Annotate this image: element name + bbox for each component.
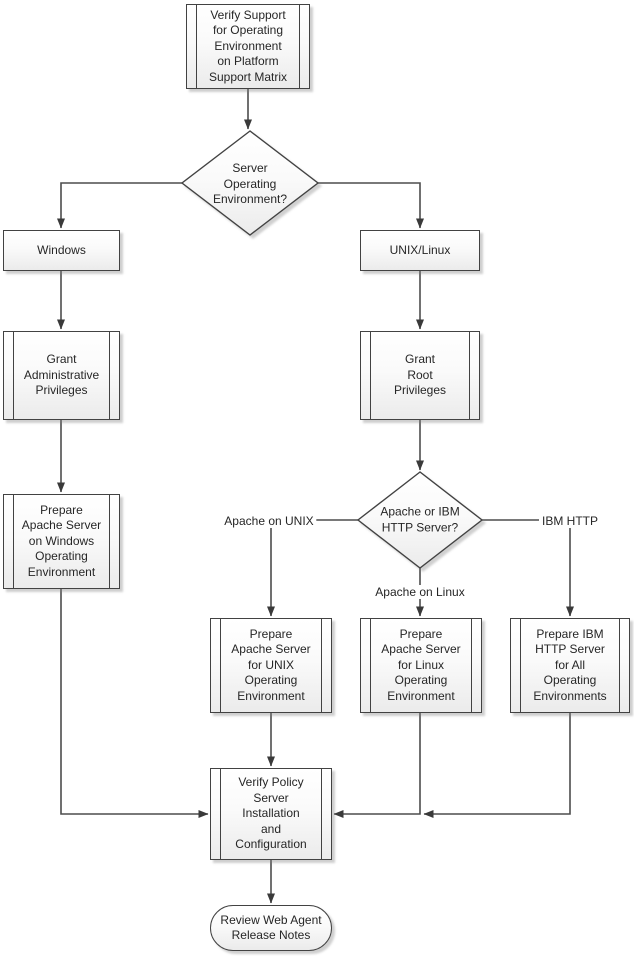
node-prepare-apache-linux: Prepare Apache Server for Linux Operatin… [360,618,482,713]
connector-decision2-to-prepareunix [267,519,358,617]
node-prepare-ibm-http: Prepare IBM HTTP Server for All Operatin… [510,618,630,713]
node-prepare-apache-unix: Prepare Apache Server for UNIX Operating… [210,618,332,713]
node-verify-support: Verify Support for Operating Environment… [186,4,310,89]
connector-preparewin-to-verifypolicy [60,589,209,818]
node-windows: Windows [3,230,120,271]
connector-decision-to-unixlinux [318,182,424,229]
connector-decision-to-windows [57,182,182,229]
node-grant-administrative-privileges: Grant Administrative Privileges [3,331,120,420]
decision-apache-ibm-shape [356,471,484,569]
connector-prepareibm-to-join [423,713,571,818]
connector-decision2-to-prepareibm [482,519,574,617]
connector-preparelinux-to-verifypolicy [333,713,421,818]
node-prepare-apache-windows: Prepare Apache Server on Windows Operati… [3,494,120,589]
edge-label-apache-on-linux: Apache on Linux [372,585,468,599]
node-review-web-agent-release-notes: Review Web Agent Release Notes [210,905,332,951]
node-unix-linux: UNIX/Linux [360,230,480,271]
decision-server-os-shape [180,130,320,236]
edge-label-apache-on-unix: Apache on UNIX [221,514,317,528]
node-verify-policy-server: Verify Policy Server Installation and Co… [210,768,332,860]
edge-label-ibm-http: IBM HTTP [539,514,601,528]
node-grant-root-privileges: Grant Root Privileges [360,331,480,420]
